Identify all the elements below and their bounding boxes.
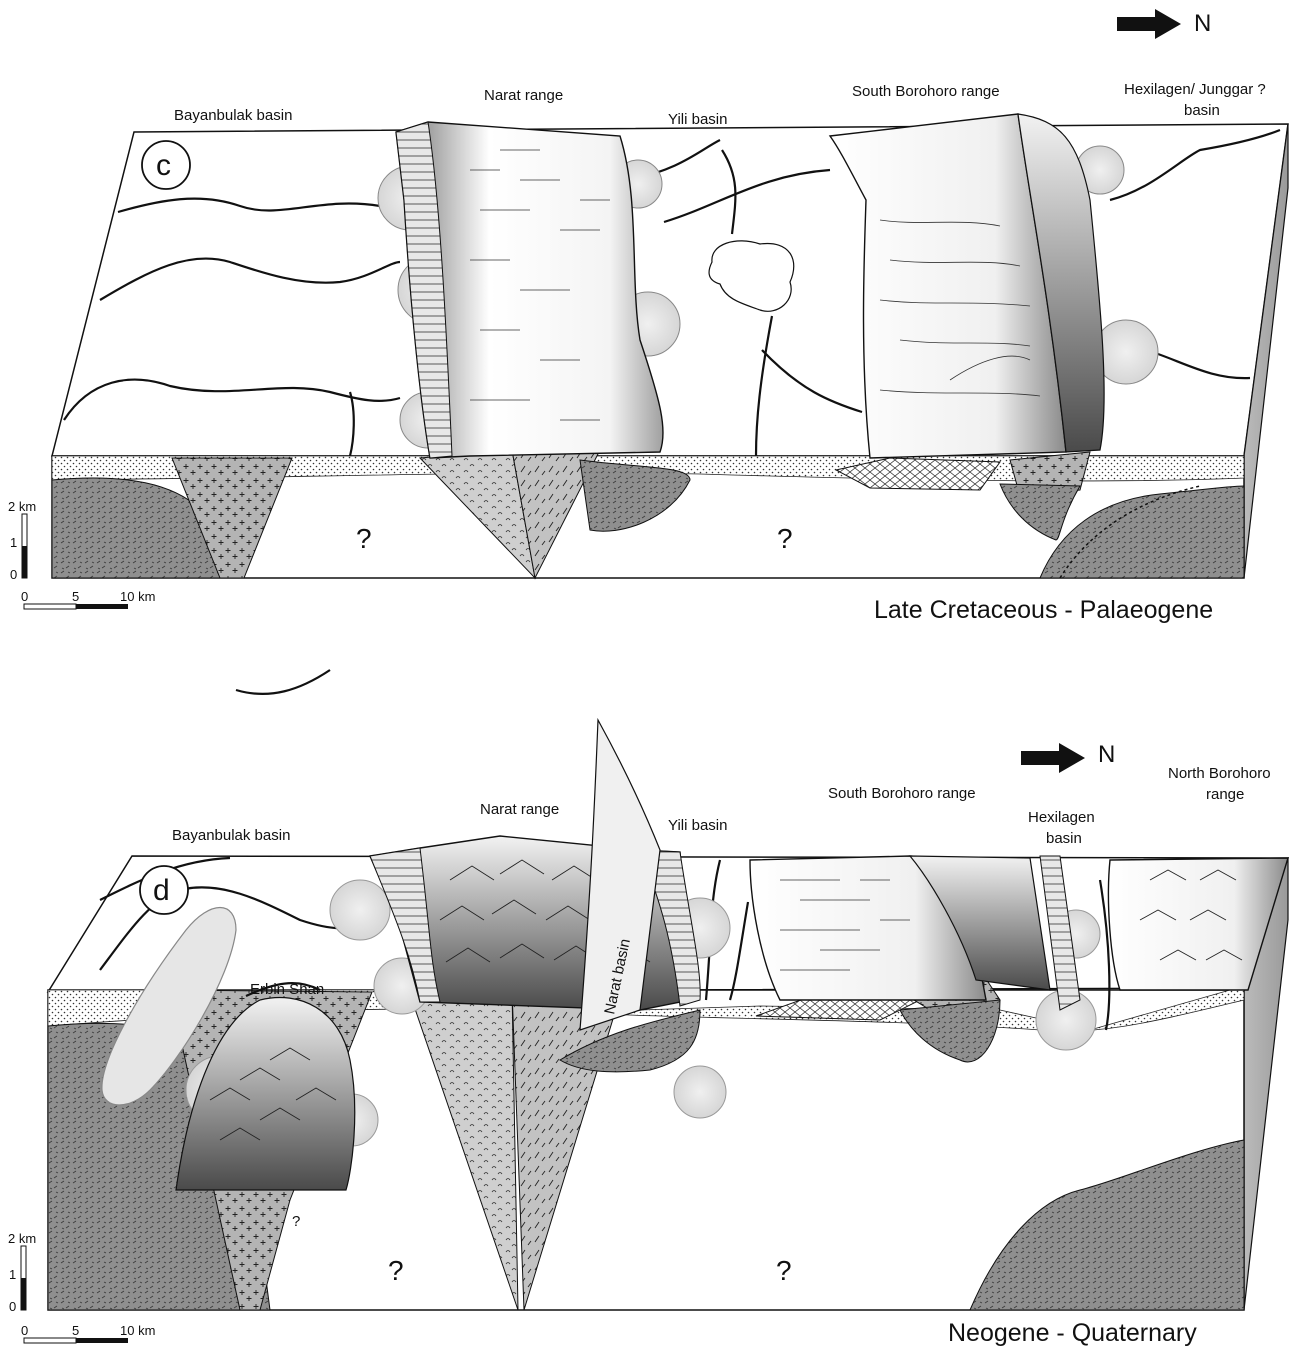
panel-c-label-hexilagen-1: Hexilagen/ Junggar ? [1124, 81, 1266, 98]
panel-d-unknown-1: ? [292, 1213, 300, 1230]
panel-d-title: Neogene - Quaternary [948, 1319, 1197, 1347]
panel-d-depth-unit: 2 km [8, 1231, 36, 1246]
panel-d-label-erbin-shan: Erbin Shan [250, 981, 324, 998]
panel-c-narat-range [396, 122, 663, 458]
panel-c-label-yili: Yili basin [668, 111, 727, 128]
panel-c-label-narat: Narat range [484, 87, 563, 104]
panel-d-distance-scale: 0 5 10 km [21, 1323, 155, 1343]
panel-d-depth-scale: 2 km 1 0 [8, 1231, 36, 1314]
panel-c-unknown-2: ? [777, 523, 793, 554]
panel-d-letter-badge: d [140, 866, 188, 914]
panel-d-dist-5: 5 [72, 1323, 79, 1338]
panel-c-depth-unit: 2 km [8, 499, 36, 514]
panel-d-narat-range [370, 720, 700, 1030]
panel-d-label-narat: Narat range [480, 801, 559, 818]
panel-c-depth-0: 0 [10, 567, 17, 582]
panel-c-title: Late Cretaceous - Palaeogene [874, 596, 1213, 624]
panel-d-letter: d [153, 874, 170, 907]
panel-c-letter: c [156, 149, 171, 182]
north-arrow-bottom: N [1021, 741, 1115, 773]
panel-c-dist-0: 0 [21, 589, 28, 604]
north-label-top: N [1194, 10, 1211, 37]
panel-d-label-yili: Yili basin [668, 817, 727, 834]
panel-c-south-borohoro-range [830, 114, 1104, 458]
panel-d-label-south-borohoro: South Borohoro range [828, 785, 976, 802]
panel-d-label-hexilagen-2: basin [1046, 830, 1082, 847]
panel-d-unknown-2: ? [388, 1255, 404, 1286]
panel-d-south-borohoro-range [750, 856, 1050, 1000]
panel-c-dist-10: 10 km [120, 589, 155, 604]
panel-d-label-north-borohoro-2: range [1206, 786, 1244, 803]
panel-c-depth-1: 1 [10, 535, 17, 550]
panel-d-label-bayanbulak: Bayanbulak basin [172, 827, 290, 844]
panel-c-distance-scale: 0 5 10 km [21, 589, 155, 609]
panel-d-dist-0: 0 [21, 1323, 28, 1338]
panel-c [52, 114, 1288, 578]
panel-d-label-hexilagen-1: Hexilagen [1028, 809, 1095, 826]
north-label-bottom: N [1098, 741, 1115, 768]
panel-d-depth-0: 0 [9, 1299, 16, 1314]
panel-c-cross-section [52, 450, 1244, 578]
panel-c-dist-5: 5 [72, 589, 79, 604]
panel-c-label-bayanbulak: Bayanbulak basin [174, 107, 292, 124]
panel-c-unknown-1: ? [356, 523, 372, 554]
panel-d-dist-10: 10 km [120, 1323, 155, 1338]
panel-c-label-south-borohoro: South Borohoro range [852, 83, 1000, 100]
panel-c-label-hexilagen-2: basin [1184, 102, 1220, 119]
panel-d-label-north-borohoro-1: North Borohoro [1168, 765, 1271, 782]
panel-c-depth-scale: 2 km 1 0 [8, 499, 36, 582]
panel-d-depth-1: 1 [9, 1267, 16, 1282]
panel-c-letter-badge: c [142, 141, 190, 189]
north-arrow-top: N [1117, 9, 1211, 39]
panel-d-unknown-3: ? [776, 1255, 792, 1286]
